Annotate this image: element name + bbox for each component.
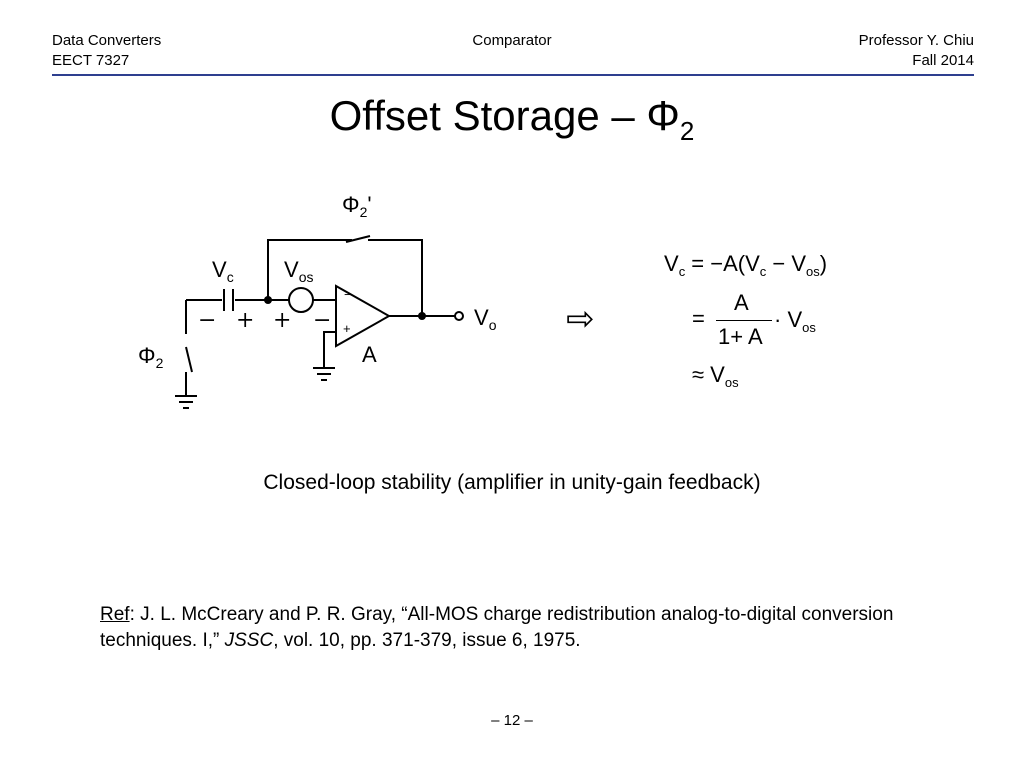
equation-line-3: ≈ Vos — [692, 362, 739, 390]
opamp-plus-sign: + — [343, 321, 351, 336]
amplifier-gain-label: A — [362, 342, 377, 367]
vc-label: Vc — [212, 257, 234, 285]
feedback-wire-right — [368, 239, 423, 316]
caption: Closed-loop stability (amplifier in unit… — [263, 471, 761, 494]
header-course: Data Converters — [52, 32, 162, 49]
vos-minus-sign: − — [313, 308, 332, 333]
reference: Ref: J. L. McCreary and P. R. Gray, “All… — [100, 604, 894, 651]
phi2-prime-label: Φ2' — [342, 192, 372, 220]
ground-opamp — [313, 367, 335, 381]
equation-denominator: 1+ A — [718, 324, 763, 349]
cap-minus-sign: − — [198, 308, 217, 333]
page-number: – 12 – — [491, 712, 533, 729]
vos-plus-sign: + — [273, 308, 292, 333]
feedback-wire-up — [267, 239, 352, 300]
header-course-code: EECT 7327 — [52, 52, 130, 69]
journal-name: JSSC — [224, 630, 274, 651]
opamp-plus-wire — [323, 331, 336, 368]
vos-label: Vos — [284, 257, 314, 285]
vo-label: Vo — [474, 305, 497, 333]
header-rule — [52, 74, 974, 76]
phi2-label: Φ2 — [138, 343, 164, 371]
slide-title: Offset Storage – Φ2 — [329, 92, 695, 146]
opamp-minus-sign: − — [344, 287, 352, 302]
equation-line-2-vos: · Vos — [774, 307, 816, 335]
equation-numerator: A — [734, 290, 749, 315]
implies-arrow-icon: ⇨ — [566, 299, 595, 339]
opamp-triangle — [335, 284, 392, 348]
fraction-bar — [716, 320, 772, 321]
phi2p-switch-blade — [345, 235, 371, 243]
header-professor: Professor Y. Chiu — [858, 32, 974, 49]
phi2-switch-blade — [185, 346, 193, 373]
output-terminal — [454, 311, 464, 321]
reference-label: Ref — [100, 604, 130, 625]
header-term: Fall 2014 — [912, 52, 974, 69]
ground-left — [175, 395, 197, 409]
header-topic: Comparator — [472, 32, 552, 49]
equation-line-1: Vc = −A(Vc − Vos) — [664, 251, 828, 279]
cap-plus-sign: + — [236, 308, 255, 333]
node-output — [418, 312, 426, 320]
node-left — [264, 296, 272, 304]
vos-source — [288, 287, 314, 313]
equation-line-2-equals: = — [692, 306, 705, 331]
